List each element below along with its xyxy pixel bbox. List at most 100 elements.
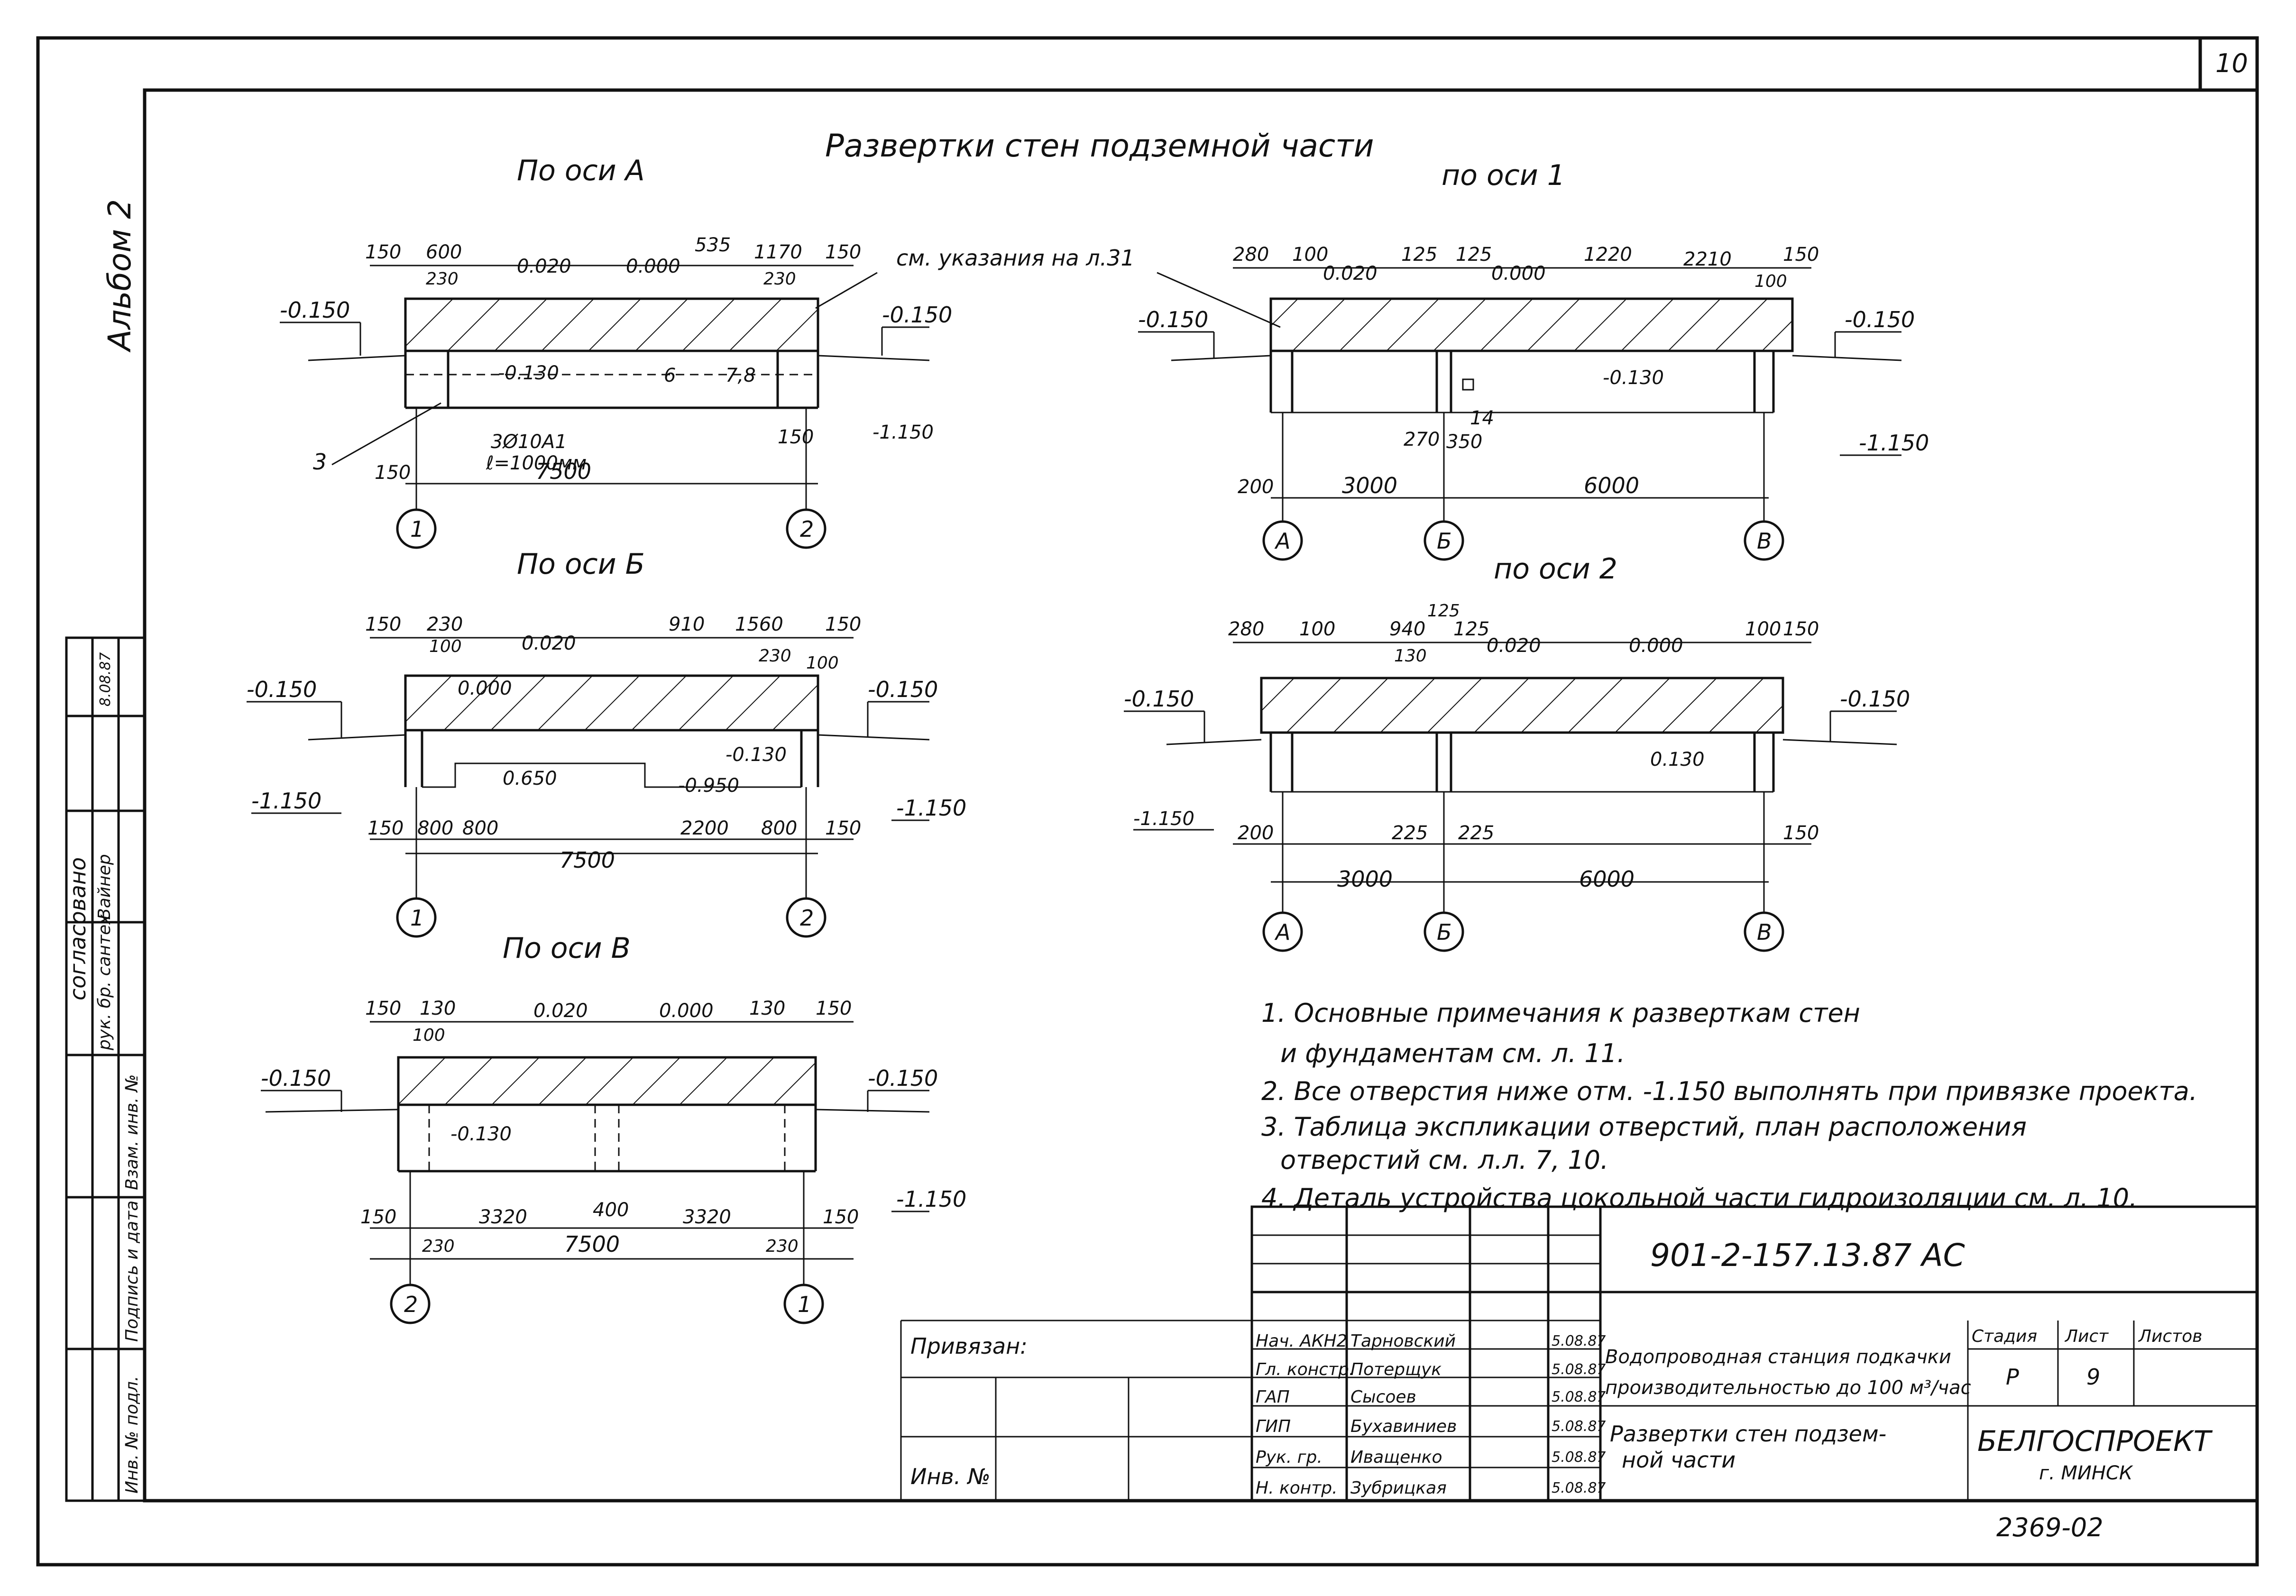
sheet-number-box: [2198, 36, 2259, 92]
svg-text:Б: Б: [1437, 528, 1452, 554]
svg-text:100: 100: [1745, 618, 1781, 640]
note-line: 4. Деталь устройства цокольной части гид…: [1261, 1183, 2137, 1213]
svg-text:150: 150: [825, 241, 861, 263]
svg-text:А: А: [1274, 919, 1290, 945]
project-name: производительностью до 100 м³/час: [1605, 1377, 1971, 1399]
svg-text:-0.130: -0.130: [450, 1123, 512, 1145]
svg-text:ГИП: ГИП: [1256, 1417, 1291, 1436]
svg-text:1: 1: [410, 516, 424, 542]
view-axis-1: по оси 1 А Б В 3000 6000 280 100 0.020 1…: [1138, 159, 1929, 561]
note-line: 3. Таблица экспликации отверстий, план р…: [1261, 1112, 2027, 1142]
svg-text:-0.950: -0.950: [678, 775, 739, 797]
svg-text:2: 2: [800, 516, 814, 542]
org-name: БЕЛГОСПРОЕКТ: [1977, 1425, 2213, 1458]
svg-text:0.000: 0.000: [659, 1000, 714, 1022]
view-axis-b: По оси Б 1 2 7500 150 230 100 0.020 910 …: [247, 548, 966, 938]
svg-text:150: 150: [825, 614, 861, 635]
svg-text:150: 150: [1783, 618, 1819, 640]
view-b-title: По оси Б: [517, 548, 645, 581]
svg-text:Иващенко: Иващенко: [1350, 1448, 1442, 1467]
svg-text:100: 100: [1292, 244, 1328, 266]
wall-hatch: [404, 674, 819, 732]
svg-text:-0.130: -0.130: [498, 362, 559, 384]
svg-text:2210: 2210: [1683, 248, 1732, 270]
svg-text:100: 100: [806, 653, 839, 673]
archive-number: 2369-02: [1996, 1513, 2103, 1542]
svg-text:6: 6: [664, 365, 676, 386]
callout-note: см. указания на л.31: [896, 245, 1135, 271]
inv-label: Инв. №: [910, 1464, 991, 1489]
sheet-title: Развертки стен подзем-: [1610, 1421, 1886, 1447]
svg-text:5.08.87: 5.08.87: [1552, 1418, 1606, 1435]
view-v-title: По оси В: [503, 932, 631, 965]
svg-text:0.020: 0.020: [1323, 263, 1378, 284]
svg-text:150: 150: [375, 462, 411, 484]
view-axis-a: По оси А 1 2 7500 150 600 230 0.020 0.00…: [280, 154, 952, 549]
svg-text:-1.150: -1.150: [1859, 430, 1929, 456]
svg-text:150: 150: [823, 1206, 859, 1228]
svg-text:7,8: 7,8: [726, 365, 756, 386]
svg-text:280: 280: [1228, 618, 1264, 640]
svg-text:-1.150: -1.150: [251, 788, 321, 814]
svg-text:В: В: [1757, 528, 1772, 554]
agreed-name: Вайнер: [95, 854, 114, 920]
agreed-date: 8.08.87: [97, 652, 114, 706]
svg-text:-0.150: -0.150: [261, 1065, 331, 1091]
svg-text:100: 100: [1754, 272, 1787, 291]
svg-text:0.000: 0.000: [1491, 263, 1546, 284]
general-notes: 1. Основные примечания к разверткам стен…: [1261, 998, 2197, 1213]
svg-text:0.020: 0.020: [1487, 635, 1541, 657]
svg-text:3320: 3320: [683, 1206, 731, 1228]
view-axis-2: по оси 2 А Б В 280 100 940 125 125 130 0…: [1124, 552, 1910, 952]
view-2-title: по оси 2: [1494, 552, 1617, 586]
svg-text:-0.150: -0.150: [1138, 307, 1208, 332]
svg-text:230: 230: [759, 646, 791, 666]
svg-text:Потерщук: Потерщук: [1350, 1360, 1442, 1379]
svg-text:150: 150: [1783, 822, 1819, 844]
svg-text:-0.150: -0.150: [280, 297, 350, 323]
svg-text:150: 150: [367, 817, 404, 839]
svg-text:200: 200: [1238, 822, 1274, 844]
svg-text:ℓ=1000мм: ℓ=1000мм: [486, 452, 587, 474]
sign-date-label: Подпись и дата: [122, 1201, 142, 1342]
sheet-number: 10: [2215, 48, 2248, 78]
svg-text:230: 230: [763, 269, 796, 289]
outer-frame: [36, 36, 2259, 1567]
svg-text:1: 1: [410, 905, 424, 931]
agreed-label: согласовано: [65, 857, 91, 1000]
svg-text:270: 270: [1404, 429, 1440, 450]
svg-text:150: 150: [365, 241, 401, 263]
svg-text:100: 100: [429, 637, 462, 656]
project-code: 901-2-157.13.87 АС: [1650, 1237, 1965, 1274]
svg-text:Гл. констр.: Гл. констр.: [1256, 1360, 1354, 1379]
svg-text:0.020: 0.020: [533, 1000, 588, 1022]
wall-hatch: [397, 1056, 817, 1106]
svg-text:1560: 1560: [735, 614, 783, 635]
note-line: и фундаментам см. л. 11.: [1280, 1038, 1625, 1068]
svg-text:3Ø10A1: 3Ø10A1: [491, 431, 567, 453]
project-name: Водопроводная станция подкачки: [1605, 1346, 1951, 1368]
svg-text:800: 800: [761, 817, 797, 839]
wall-hatch: [404, 297, 819, 352]
wall-hatch: [1260, 677, 1784, 734]
svg-text:2: 2: [404, 1292, 418, 1317]
svg-text:-0.130: -0.130: [726, 744, 787, 766]
svg-text:1220: 1220: [1584, 244, 1632, 266]
svg-text:ГАП: ГАП: [1256, 1387, 1290, 1407]
svg-text:Рук. гр.: Рук. гр.: [1256, 1448, 1322, 1467]
svg-text:200: 200: [1238, 476, 1274, 498]
svg-text:125: 125: [1456, 244, 1492, 266]
album-label: Альбом 2: [101, 199, 138, 353]
svg-text:Лист: Лист: [2064, 1327, 2109, 1346]
svg-text:130: 130: [1394, 646, 1427, 666]
svg-text:150: 150: [360, 1206, 396, 1228]
svg-text:0.020: 0.020: [522, 633, 576, 654]
svg-text:0.130: 0.130: [1650, 749, 1705, 770]
svg-text:7500: 7500: [560, 847, 615, 873]
svg-text:1170: 1170: [754, 241, 802, 263]
svg-text:940: 940: [1389, 618, 1425, 640]
svg-text:Стадия: Стадия: [1972, 1327, 2037, 1346]
svg-text:Листов: Листов: [2138, 1327, 2202, 1346]
svg-text:225: 225: [1458, 822, 1494, 844]
svg-text:-0.150: -0.150: [882, 302, 952, 328]
